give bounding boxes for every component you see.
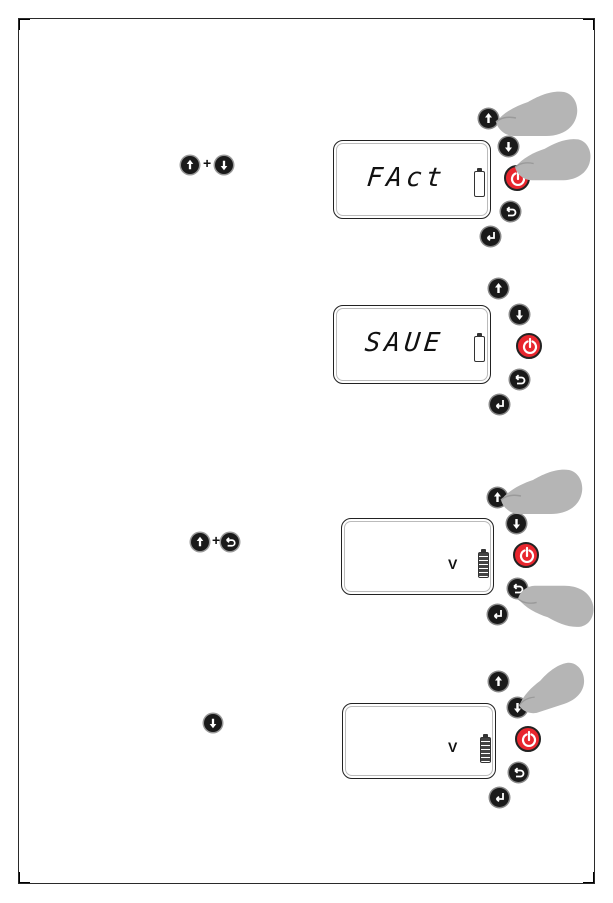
hand-icon	[499, 462, 589, 518]
lcd-text: SAUE	[363, 328, 445, 358]
up-arrow-icon	[191, 533, 209, 551]
up-arrow-icon	[181, 156, 199, 174]
crop-mark	[583, 19, 594, 30]
crop-mark	[19, 872, 30, 883]
plus-sign: +	[203, 155, 211, 171]
power-button[interactable]	[516, 333, 542, 359]
down-arrow-icon	[204, 714, 222, 732]
plus-sign: +	[212, 532, 220, 548]
enter-button[interactable]	[490, 395, 509, 414]
enter-button[interactable]	[481, 227, 500, 246]
hand-icon	[513, 582, 603, 634]
up-button[interactable]	[489, 672, 508, 691]
power-button[interactable]	[515, 726, 541, 752]
lcd-display: SAUE	[333, 305, 491, 384]
down-arrow-icon	[215, 156, 233, 174]
battery-icon	[480, 737, 491, 763]
lcd-text: FAct	[365, 163, 447, 193]
back-arrow-icon	[221, 533, 239, 551]
enter-button[interactable]	[490, 788, 509, 807]
hand-icon	[512, 132, 598, 184]
lcd-volt-label: V	[448, 739, 457, 755]
up-button[interactable]	[489, 279, 508, 298]
crop-mark	[19, 19, 30, 30]
back-button[interactable]	[501, 202, 520, 221]
back-button[interactable]	[510, 370, 529, 389]
lcd-volt-label: V	[448, 556, 457, 572]
crop-mark	[583, 872, 594, 883]
battery-icon	[474, 336, 485, 362]
battery-icon	[474, 171, 485, 197]
lcd-display: FAct	[333, 140, 491, 219]
back-button[interactable]	[509, 763, 528, 782]
battery-icon	[478, 552, 489, 578]
power-button[interactable]	[513, 542, 539, 568]
down-button[interactable]	[510, 305, 529, 324]
lcd-display: V	[341, 518, 494, 595]
enter-button[interactable]	[488, 605, 507, 624]
lcd-display: V	[342, 703, 496, 779]
